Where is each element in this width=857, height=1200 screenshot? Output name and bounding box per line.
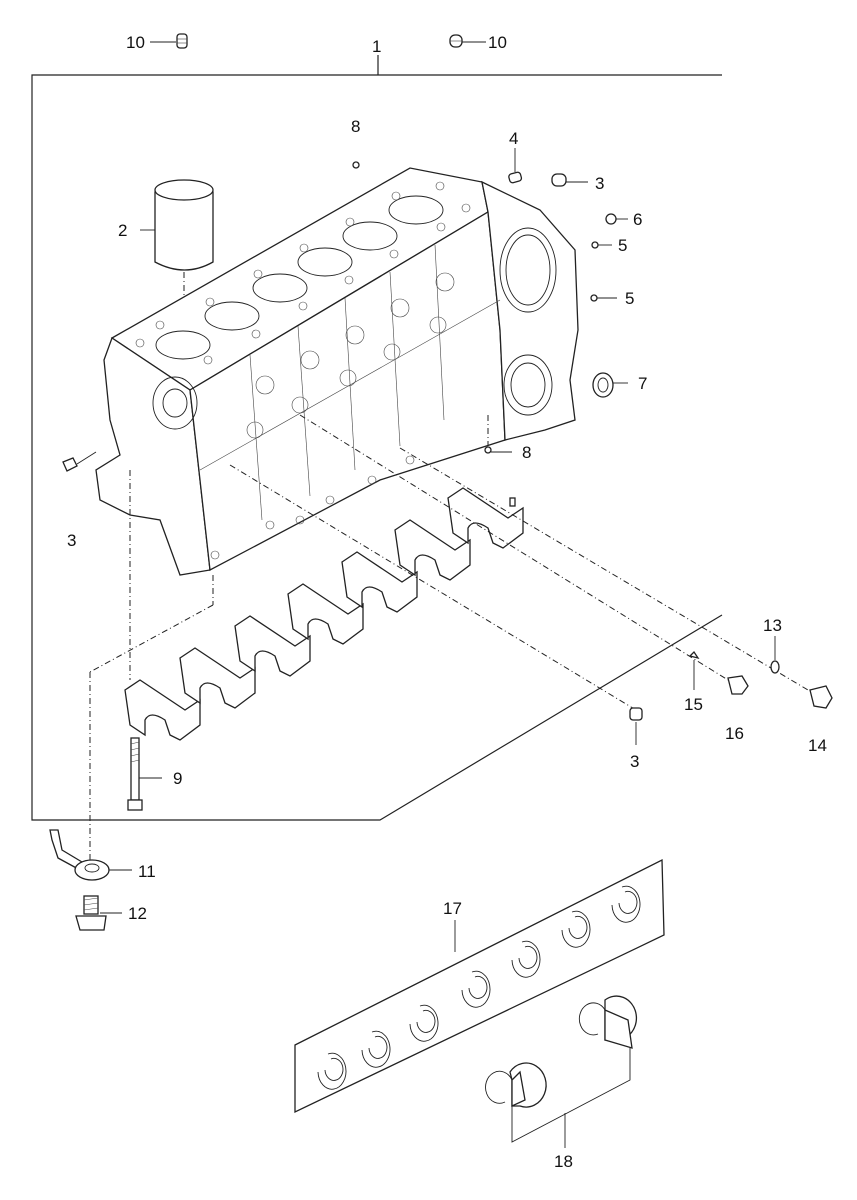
- callout-10-right: 10: [488, 33, 507, 52]
- callout-4: 4: [509, 129, 518, 148]
- part-16-plug: [727, 675, 749, 695]
- part-9-main-bearing-bolt: [127, 737, 162, 811]
- callout-3-lower: 3: [630, 752, 639, 771]
- callout-2: 2: [118, 221, 127, 240]
- part-13-o-ring: [770, 636, 780, 674]
- part-8-dowel-top: [352, 161, 360, 169]
- part-10-plug-right: [449, 34, 486, 48]
- callout-14: 14: [808, 736, 827, 755]
- callout-11: 11: [138, 862, 156, 881]
- callout-5-upper: 5: [618, 236, 627, 255]
- part-14-plug: [809, 685, 833, 709]
- part-18-thrust-bearings: [485, 995, 638, 1148]
- assembly-boundary: [31, 55, 723, 821]
- callout-16: 16: [725, 724, 744, 743]
- assembly-centre-lines: [89, 414, 809, 860]
- part-3-plug-lower: [629, 707, 643, 745]
- callout-labels: 1 10 10 8 4 3 2 6 5 5 7 8 3 13 15 16 14 …: [67, 33, 827, 1171]
- part-7-seal-plug: [592, 372, 628, 398]
- part-4-pin: [508, 148, 523, 184]
- callout-10-left: 10: [126, 33, 145, 52]
- part-15-pin: [688, 650, 700, 690]
- callout-18: 18: [554, 1152, 573, 1171]
- part-3-plug-left: [62, 451, 97, 472]
- main-bearing-caps: [124, 487, 524, 741]
- callout-9: 9: [173, 769, 182, 788]
- callout-8-lower: 8: [522, 443, 531, 462]
- part-12-relief-bolt: [75, 895, 122, 931]
- part-11-oil-jet: [49, 829, 132, 881]
- callout-5-lower: 5: [625, 289, 634, 308]
- callout-3-left: 3: [67, 531, 76, 550]
- callout-6: 6: [633, 210, 642, 229]
- callout-3-top: 3: [595, 174, 604, 193]
- part-10-plug-left: [150, 33, 188, 49]
- cylinder-block: [95, 167, 579, 576]
- part-17-main-bearing-set: [294, 858, 665, 1114]
- callout-1: 1: [372, 37, 381, 56]
- callout-12: 12: [128, 904, 147, 923]
- part-5-plug-lower: [590, 294, 617, 302]
- part-5-plug-upper: [591, 241, 612, 249]
- callout-13: 13: [763, 616, 782, 635]
- callout-17: 17: [443, 899, 462, 918]
- callout-7: 7: [638, 374, 647, 393]
- callout-15: 15: [684, 695, 703, 714]
- part-8-dowel-lower: [484, 415, 512, 454]
- part-2-cylinder-liner: [140, 179, 214, 345]
- callout-8-top: 8: [351, 117, 360, 136]
- part-3-plug-top: [551, 173, 588, 187]
- part-6-plug: [605, 213, 628, 225]
